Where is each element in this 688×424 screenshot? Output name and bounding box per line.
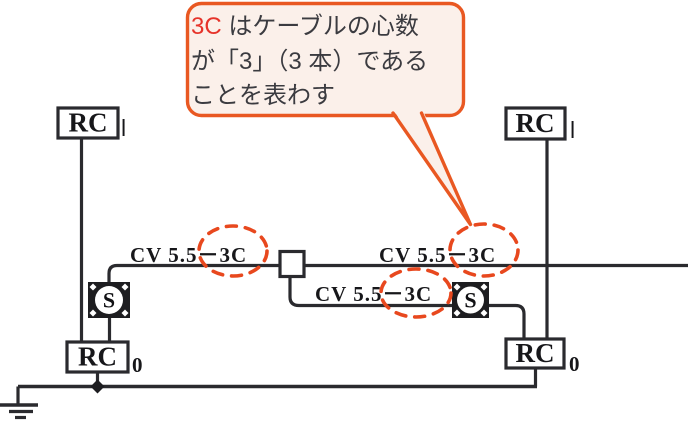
callout-bubble-body	[185, 1, 466, 118]
switch-box-left: S	[88, 282, 130, 318]
wire-main-horizontal	[107, 263, 688, 282]
corner-notches-left	[89, 283, 129, 317]
callout-bubble: 3C はケーブルの心数 が「3」（3 本）である ことを表わす	[185, 1, 473, 227]
rc-box-top-left: RC l	[56, 106, 127, 142]
highlight-ellipse-right	[448, 222, 520, 278]
cable-label-branch: CV 5.5－3C	[315, 282, 432, 306]
rc-box-top-right: RC l	[504, 106, 576, 144]
switch-right-label: S	[464, 288, 476, 313]
rc-top-left-subscript: l	[121, 117, 127, 142]
cable-label-left: CV 5.5－3C	[130, 243, 247, 267]
callout-text-line1: 3C はケーブルの心数	[191, 13, 419, 40]
callout-line1-rest: はケーブルの心数	[222, 13, 419, 40]
callout-tail-outline	[391, 111, 473, 227]
callout-highlight-3c: 3C	[191, 13, 222, 40]
rc-top-right-subscript: l	[570, 119, 576, 144]
junction-box	[278, 249, 306, 279]
switch-left-circle	[95, 286, 123, 314]
rc-top-left-label: RC	[69, 108, 108, 138]
switch-right-circle	[457, 286, 484, 314]
callout-text-line3: ことを表わす	[191, 82, 335, 109]
cable-label-right: CV 5.5－3C	[379, 243, 496, 267]
callout-text-line2: が「3」（3 本）である	[191, 48, 428, 75]
corner-notches-right	[453, 283, 488, 317]
rc-bottom-left-subscript: 0	[132, 353, 143, 377]
rc-top-right-label: RC	[516, 108, 555, 138]
rc-bottom-right-label: RC	[516, 338, 555, 368]
junction-dot	[90, 379, 105, 394]
switch-box-right: S	[452, 282, 489, 318]
ground-symbol	[0, 386, 38, 420]
rc-bottom-right-subscript: 0	[569, 352, 580, 376]
highlight-ellipse-branch	[379, 267, 453, 319]
wire-branch-drop	[288, 276, 452, 308]
switch-left-label: S	[103, 288, 115, 313]
rc-box-bottom-right: RC 0	[504, 337, 580, 376]
rc-box-bottom-left: RC 0	[65, 340, 143, 377]
highlight-ellipse-left	[197, 224, 269, 278]
rc-bottom-left-label: RC	[78, 342, 117, 372]
wire-switch-right-to-rc	[489, 303, 526, 340]
